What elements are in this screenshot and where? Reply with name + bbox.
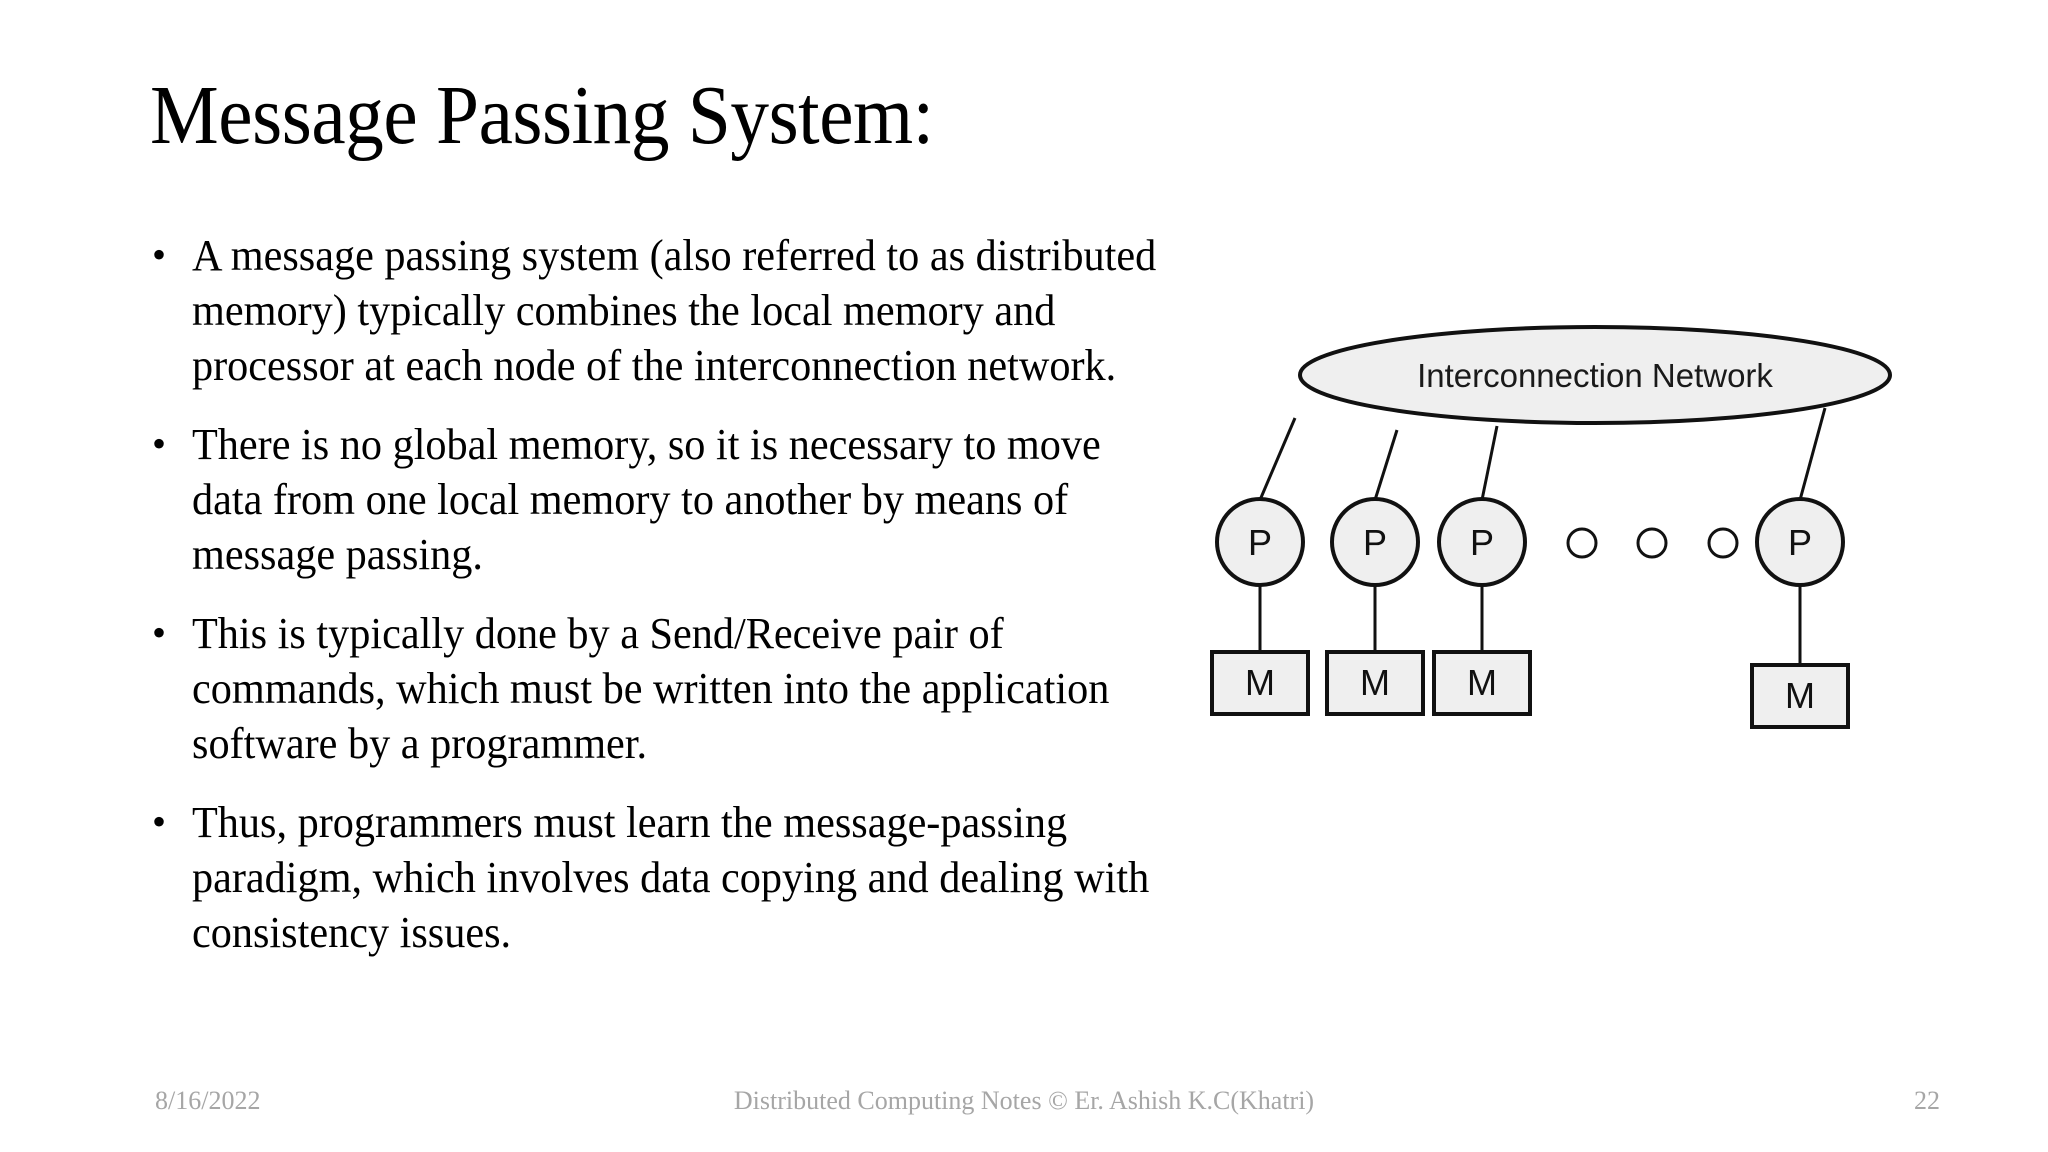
- memory-label: M: [1245, 662, 1275, 703]
- memory-box: [1432, 650, 1532, 716]
- network-connector-lines: [1258, 407, 1827, 501]
- bullet-text: Thus, programmers must learn the message…: [192, 798, 1150, 957]
- ellipsis-dot: [1707, 527, 1739, 559]
- footer-page-number: 22: [1914, 1086, 1940, 1115]
- ellipsis-dot: [1566, 527, 1598, 559]
- bullet-text: There is no global memory, so it is nece…: [192, 420, 1101, 579]
- bullet-list: • A message passing system (also referre…: [148, 228, 1218, 984]
- footer-note: Distributed Computing Notes © Er. Ashish…: [733, 1086, 1315, 1115]
- connector-line: [1480, 425, 1499, 501]
- connector-line: [1373, 429, 1399, 501]
- memory-label: M: [1785, 675, 1815, 716]
- bullet-marker-icon: •: [152, 799, 167, 844]
- page-title: Message Passing System:: [150, 69, 934, 162]
- interconnection-network-label: Interconnection Network: [1417, 357, 1773, 394]
- bullet-marker-icon: •: [152, 610, 167, 655]
- processor-label: P: [1248, 522, 1272, 563]
- memory-box: [1750, 663, 1850, 729]
- bullet-marker-icon: •: [152, 421, 167, 466]
- processor-label: P: [1470, 522, 1494, 563]
- bullet-text: A message passing system (also referred …: [192, 231, 1157, 390]
- connector-line: [1258, 417, 1297, 501]
- list-item: • Thus, programmers must learn the messa…: [148, 795, 1218, 960]
- interconnection-network-ellipse: [1298, 325, 1892, 425]
- list-item: • There is no global memory, so it is ne…: [148, 417, 1218, 582]
- bullet-marker-icon: •: [152, 232, 167, 277]
- memory-box: [1210, 650, 1310, 716]
- processor-label: P: [1788, 522, 1812, 563]
- list-item: • This is typically done by a Send/Recei…: [148, 606, 1218, 771]
- connector-line: [1798, 407, 1827, 501]
- ellipsis-dot: [1636, 527, 1668, 559]
- ellipsis-dots-icon: [1566, 527, 1739, 559]
- memory-label: M: [1467, 662, 1497, 703]
- footer-date: 8/16/2022: [155, 1086, 261, 1115]
- slide-footer: 8/16/2022 Distributed Computing Notes © …: [0, 1080, 2048, 1128]
- memory-box: [1325, 650, 1425, 716]
- message-passing-diagram: Interconnection Network P M P M P M: [1210, 325, 2048, 810]
- list-item: • A message passing system (also referre…: [148, 228, 1218, 393]
- memory-label: M: [1360, 662, 1390, 703]
- processor-label: P: [1363, 522, 1387, 563]
- bullet-text: This is typically done by a Send/Receive…: [192, 609, 1110, 768]
